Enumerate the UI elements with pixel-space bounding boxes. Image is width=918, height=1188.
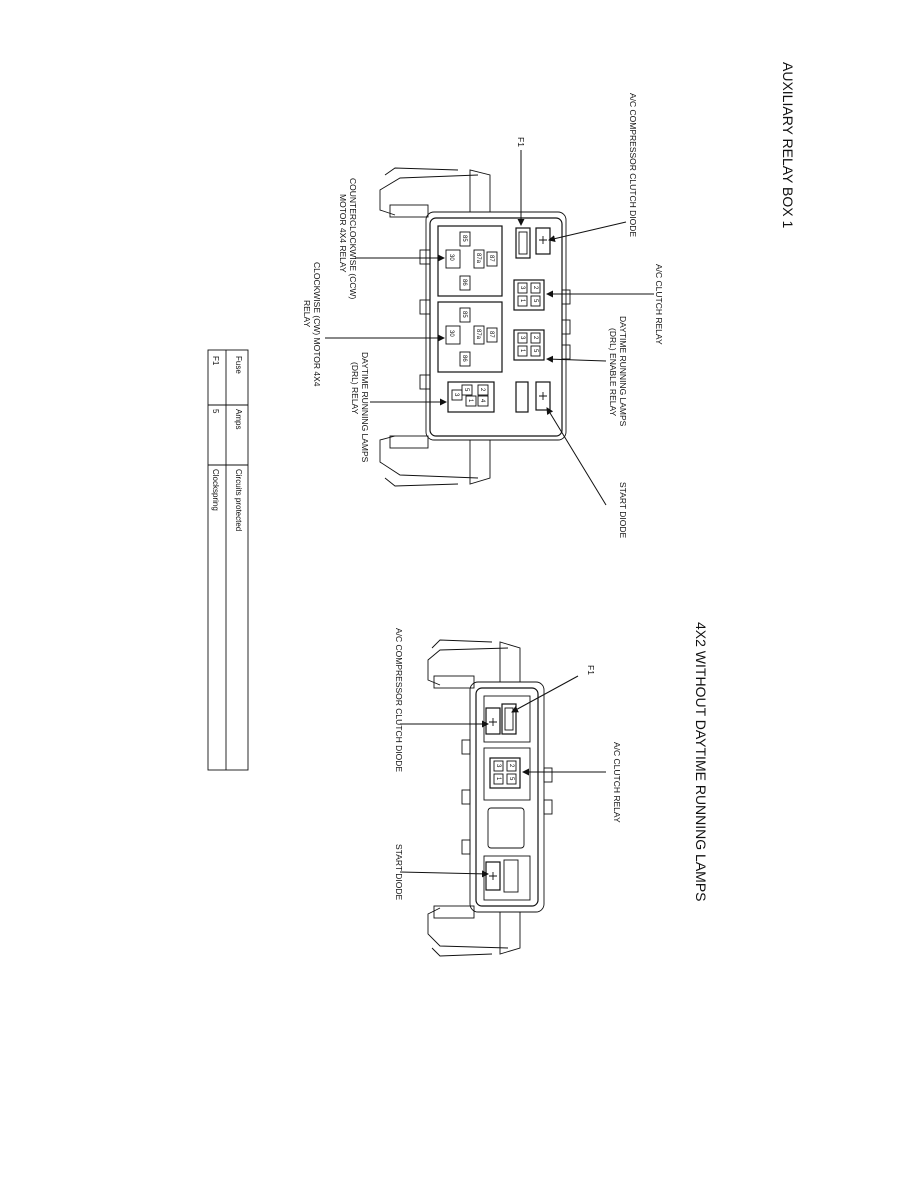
svg-text:CLOCKWISE (CW) MOTOR 4X4: CLOCKWISE (CW) MOTOR 4X4 xyxy=(312,262,322,387)
svg-text:3: 3 xyxy=(519,286,525,290)
relay-box-4x2-diagram: 2 5 3 1 F1 A/C CLUTCH RELAY A/C COMPRESS… xyxy=(394,628,622,957)
svg-text:F1: F1 xyxy=(516,137,526,147)
svg-text:1: 1 xyxy=(467,399,473,403)
svg-text:3: 3 xyxy=(453,393,459,397)
start-diode xyxy=(535,381,551,411)
svg-text:COUNTERCLOCKWISE (CCW): COUNTERCLOCKWISE (CCW) xyxy=(348,178,358,300)
svg-text:F1: F1 xyxy=(586,665,596,675)
svg-text:5: 5 xyxy=(532,299,538,303)
table-header-circuits: Circuits protected xyxy=(234,469,243,531)
svg-text:(DRL) RELAY: (DRL) RELAY xyxy=(350,362,360,415)
svg-text:1: 1 xyxy=(495,777,501,781)
ac-clutch-relay xyxy=(513,279,545,311)
svg-text:5: 5 xyxy=(532,349,538,353)
svg-text:(DRL) ENABLE RELAY: (DRL) ENABLE RELAY xyxy=(608,328,618,417)
svg-text:4X2 WITHOUT DAYTIME RUNNING LA: 4X2 WITHOUT DAYTIME RUNNING LAMPS xyxy=(693,622,709,902)
svg-text:RELAY: RELAY xyxy=(302,300,312,328)
svg-text:87: 87 xyxy=(488,255,494,262)
f1-fuse xyxy=(515,227,531,259)
svg-text:86: 86 xyxy=(461,279,467,286)
svg-text:2: 2 xyxy=(508,764,514,768)
svg-text:85: 85 xyxy=(461,235,467,242)
svg-text:2: 2 xyxy=(532,286,538,290)
svg-text:87: 87 xyxy=(488,331,494,338)
svg-text:87a: 87a xyxy=(475,253,481,264)
drl-enable-relay xyxy=(513,329,545,361)
svg-text:87a: 87a xyxy=(475,329,481,340)
svg-text:30: 30 xyxy=(448,254,454,261)
svg-text:1: 1 xyxy=(519,349,525,353)
svg-text:2: 2 xyxy=(532,336,538,340)
table-cell: F1 xyxy=(211,356,220,366)
fuse-table: Fuse Amps Circuits protected F1 5 Clocks… xyxy=(207,349,249,771)
svg-text:1: 1 xyxy=(519,299,525,303)
svg-text:3: 3 xyxy=(495,764,501,768)
svg-text:3: 3 xyxy=(519,336,525,340)
relay-box-1-diagram: 85 87 87a 30 86 85 87 87a 30 86 2 4 1 5 … xyxy=(302,93,664,539)
svg-text:30: 30 xyxy=(448,330,454,337)
svg-text:MOTOR 4X4 RELAY: MOTOR 4X4 RELAY xyxy=(338,194,348,273)
svg-text:DAYTIME RUNNING LAMPS: DAYTIME RUNNING LAMPS xyxy=(360,352,370,463)
svg-text:AUXILIARY RELAY BOX 1: AUXILIARY RELAY BOX 1 xyxy=(780,62,796,228)
ac-clutch-relay-2 xyxy=(489,757,521,789)
secondary-title: 4X2 WITHOUT DAYTIME RUNNING LAMPS xyxy=(693,622,709,902)
svg-text:A/C COMPRESSOR CLUTCH DIODE: A/C COMPRESSOR CLUTCH DIODE xyxy=(394,628,404,772)
svg-text:A/C COMPRESSOR CLUTCH DIODE: A/C COMPRESSOR CLUTCH DIODE xyxy=(628,93,638,237)
svg-text:4: 4 xyxy=(479,399,485,403)
svg-text:DAYTIME RUNNING LAMPS: DAYTIME RUNNING LAMPS xyxy=(618,316,628,427)
svg-text:5: 5 xyxy=(463,388,469,392)
svg-text:2: 2 xyxy=(479,388,485,392)
main-title: AUXILIARY RELAY BOX 1 xyxy=(780,62,796,228)
svg-text:START DIODE: START DIODE xyxy=(618,482,628,539)
table-header-amps: Amps xyxy=(234,409,243,429)
table-cell: 5 xyxy=(211,409,220,414)
svg-text:86: 86 xyxy=(461,355,467,362)
svg-text:START DIODE: START DIODE xyxy=(394,844,404,901)
svg-text:A/C CLUTCH RELAY: A/C CLUTCH RELAY xyxy=(654,264,664,345)
svg-text:5: 5 xyxy=(508,777,514,781)
svg-text:A/C CLUTCH RELAY: A/C CLUTCH RELAY xyxy=(612,742,622,823)
table-cell: Clockspring xyxy=(211,469,220,511)
svg-text:85: 85 xyxy=(461,311,467,318)
f1-fuse-2 xyxy=(501,703,517,735)
table-header-fuse: Fuse xyxy=(234,356,243,374)
drl-relay xyxy=(447,381,495,413)
